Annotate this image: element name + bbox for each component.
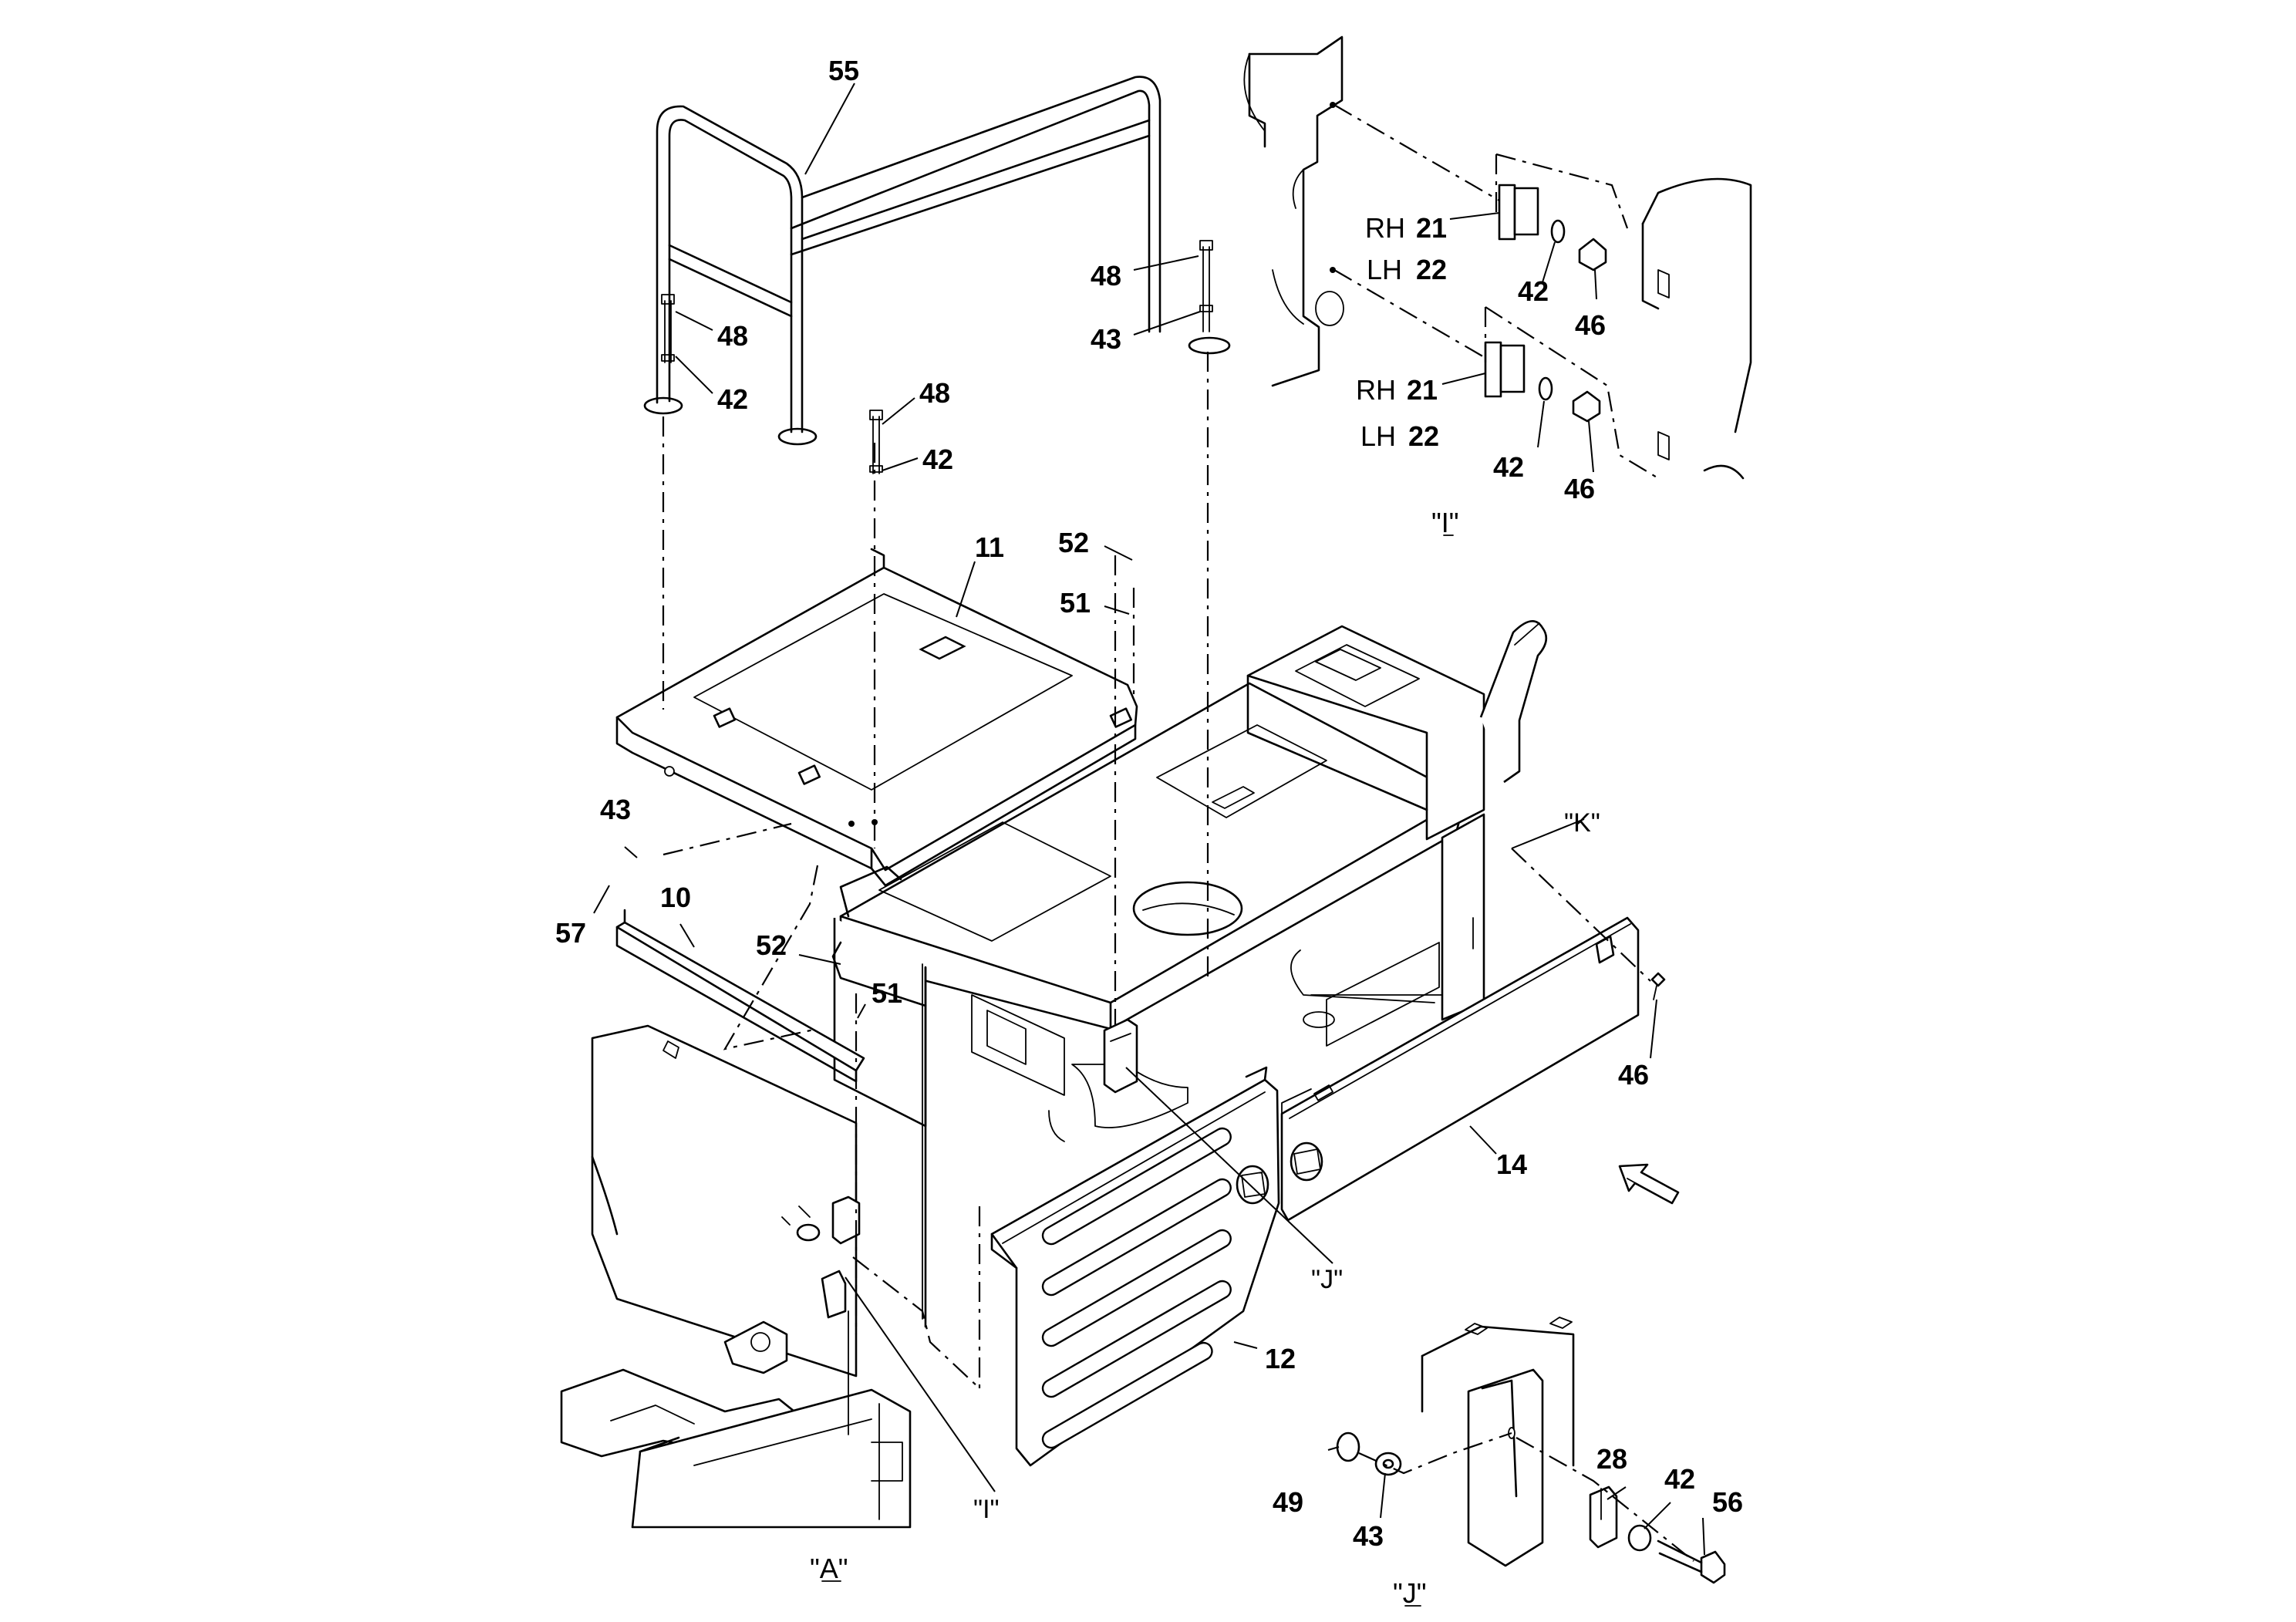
- callout-48: 48: [717, 320, 748, 352]
- callout-42: 42: [1664, 1463, 1695, 1495]
- detail-I-rh-label: RH: [1356, 374, 1396, 406]
- view-titles: "I" "A" "J": [810, 507, 1459, 1609]
- callout-46: 46: [1618, 1059, 1649, 1091]
- view-reference-J: "J": [1311, 1265, 1343, 1294]
- callout-57: 57: [555, 917, 586, 949]
- callout-48: 48: [1091, 260, 1121, 292]
- callout-labels: 55 48 42 48 42 48 43 11 52 51 43 57 10 5…: [555, 55, 1743, 1552]
- roll-bar-part-55: [643, 76, 1231, 474]
- callout-55: 55: [828, 55, 859, 86]
- callout-48: 48: [919, 377, 950, 409]
- side-panel-part-14: [1280, 916, 1666, 1222]
- detail-A-title: "A": [810, 1553, 848, 1584]
- assembly-center-lines: [662, 352, 1651, 1389]
- detail-I-lh-label: LH: [1360, 420, 1396, 452]
- callout-leaders: [593, 83, 1705, 1556]
- callout-21: 21: [1416, 212, 1447, 244]
- detail-I-rh-label: RH: [1365, 212, 1405, 244]
- view-reference-I: "I": [973, 1495, 1000, 1524]
- grille-door-part-12: [990, 1018, 1280, 1467]
- detail-view-I: [1243, 35, 1752, 480]
- callout-22: 22: [1408, 420, 1439, 452]
- seat-panel-part-11: [615, 548, 1138, 887]
- callout-52: 52: [756, 929, 787, 961]
- callout-49: 49: [1273, 1486, 1303, 1518]
- callout-14: 14: [1496, 1148, 1527, 1180]
- callout-46: 46: [1564, 473, 1595, 504]
- callout-43: 43: [600, 794, 631, 825]
- callout-42: 42: [717, 383, 748, 415]
- callout-46: 46: [1575, 309, 1606, 341]
- detail-I-lh-label: LH: [1367, 254, 1402, 285]
- callout-42: 42: [1518, 275, 1549, 307]
- callout-22: 22: [1416, 254, 1447, 285]
- callout-51: 51: [1060, 587, 1091, 619]
- callout-43: 43: [1353, 1520, 1384, 1552]
- callout-11: 11: [975, 531, 1004, 563]
- detail-J-title: "J": [1393, 1577, 1427, 1609]
- detail-I-title: "I": [1431, 507, 1459, 538]
- callout-52: 52: [1058, 527, 1089, 558]
- callout-56: 56: [1712, 1486, 1743, 1518]
- callout-51: 51: [872, 977, 902, 1009]
- view-reference-K: "K": [1564, 808, 1600, 838]
- callout-21: 21: [1407, 374, 1438, 406]
- detail-view-J: [1336, 1317, 1726, 1584]
- front-direction-arrow: [1618, 1163, 1680, 1205]
- callout-28: 28: [1596, 1443, 1627, 1475]
- left-side-cover: [560, 1024, 912, 1529]
- callout-42: 42: [922, 443, 953, 475]
- callout-10: 10: [660, 882, 691, 913]
- callout-43: 43: [1091, 323, 1121, 355]
- callout-42: 42: [1493, 451, 1524, 483]
- callout-12: 12: [1265, 1343, 1296, 1374]
